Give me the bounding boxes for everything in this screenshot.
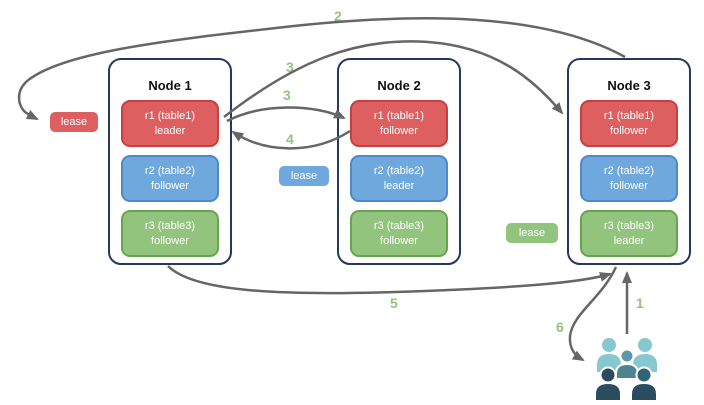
users-icon [594,338,658,402]
user-front-left [594,366,622,402]
replica-name: r2 (table2) [603,165,655,178]
replica-name: r3 (table3) [603,220,655,233]
replica-r1-node2: r1 (table1) follower [350,100,448,147]
step-label-3b: 3 [283,87,291,103]
step-label-1: 1 [636,295,644,311]
replica-role: follower [151,234,189,247]
user-back-right [633,338,657,372]
node-title: Node 3 [607,78,651,93]
node-2-box: Node 2 r1 (table1) follower r2 (table2) … [337,58,461,265]
arrow-step-6-node3-to-users [568,266,618,362]
replica-role: follower [380,124,418,137]
replica-name: r1 (table1) [373,110,425,123]
replica-r2-node3: r2 (table2) follower [580,155,678,202]
replica-role: follower [610,179,648,192]
replica-r1-node1: r1 (table1) leader [121,100,219,147]
replica-role: leader [383,179,415,192]
replica-r2-node2: r2 (table2) leader [350,155,448,202]
replica-role: follower [151,179,189,192]
replica-name: r3 (table3) [144,220,196,233]
replica-r3-node2: r3 (table3) follower [350,210,448,257]
replica-r3-node3: r3 (table3) leader [580,210,678,257]
lease-tag-blue: lease [278,165,330,187]
arrow-step-3-node1-to-node2 [226,106,346,123]
replica-name: r1 (table1) [603,110,655,123]
user-back-left [597,338,621,372]
replica-r2-node1: r2 (table2) follower [121,155,219,202]
replica-role: leader [154,124,186,137]
step-label-6: 6 [556,319,564,335]
replica-name: r3 (table3) [373,220,425,233]
user-front-right [630,366,658,402]
user-middle [615,348,639,380]
arrow-step-5-node1-to-node3 [167,265,612,295]
replica-r1-node3: r1 (table1) follower [580,100,678,147]
step-label-2: 2 [334,8,342,24]
step-label-4: 4 [286,131,294,147]
replica-name: r2 (table2) [144,165,196,178]
node-1-box: Node 1 r1 (table1) leader r2 (table2) fo… [108,58,232,265]
replica-role: follower [610,124,648,137]
step-label-5: 5 [390,295,398,311]
step-label-3a: 3 [286,59,294,75]
node-3-box: Node 3 r1 (table1) follower r2 (table2) … [567,58,691,265]
replica-name: r2 (table2) [373,165,425,178]
lease-tag-green: lease [505,222,559,244]
replica-r3-node1: r3 (table3) follower [121,210,219,257]
replica-role: leader [613,234,645,247]
node-title: Node 2 [377,78,421,93]
node-title: Node 1 [148,78,192,93]
lease-tag-red: lease [49,111,99,133]
replica-role: follower [380,234,418,247]
replica-name: r1 (table1) [144,110,196,123]
